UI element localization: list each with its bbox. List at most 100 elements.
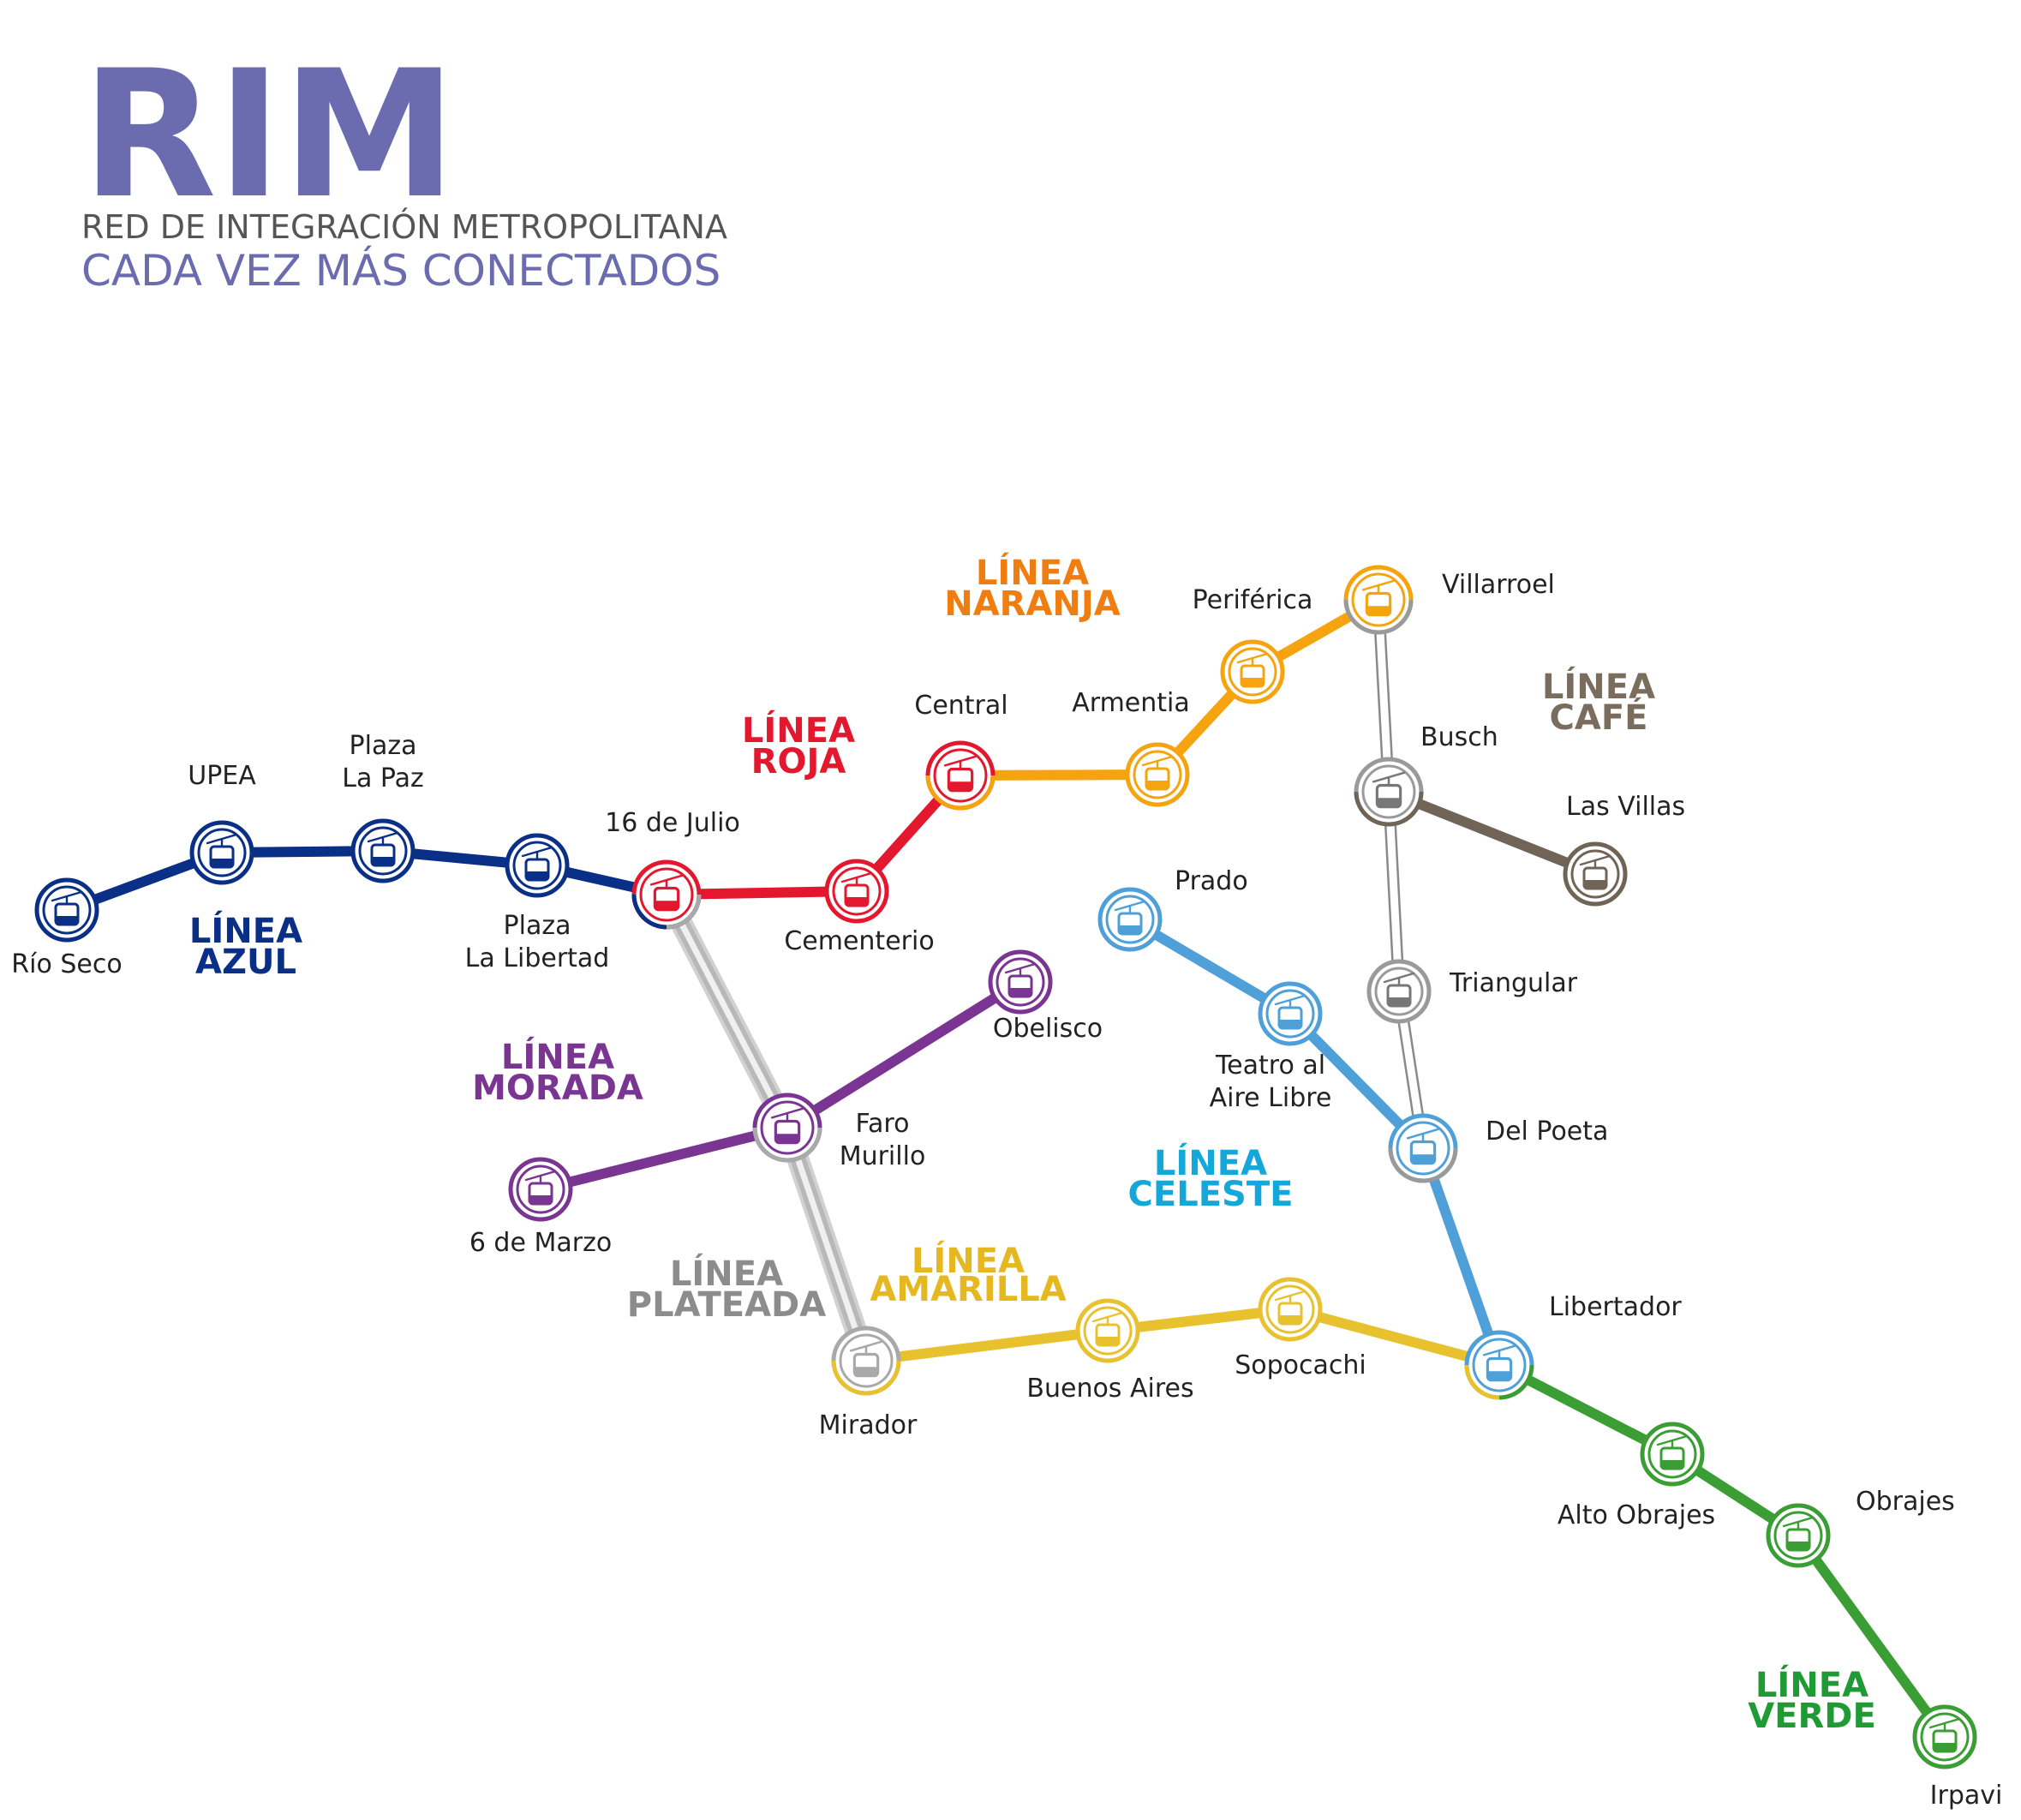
cable-car-icon bbox=[1091, 1311, 1124, 1347]
line-label-text: LÍNEA bbox=[501, 1036, 614, 1077]
line-label-text: LÍNEA bbox=[1755, 1664, 1869, 1705]
station-obelisco[interactable] bbox=[988, 949, 1053, 1015]
station-periferica[interactable] bbox=[1220, 639, 1285, 704]
map-subtitle: RED DE INTEGRACIÓN METROPOLITANA bbox=[81, 208, 727, 246]
station-libertador[interactable] bbox=[1464, 1330, 1534, 1400]
cable-car-icon bbox=[1372, 771, 1406, 809]
station-inner-ring bbox=[1133, 750, 1182, 799]
station-plaza-la-libertad[interactable] bbox=[505, 833, 570, 898]
station-sopocachi[interactable] bbox=[1258, 1277, 1323, 1342]
transfer-arc bbox=[1354, 791, 1424, 827]
station-inner-ring bbox=[1083, 1306, 1133, 1356]
station-label-irpavi: Irpavi bbox=[1930, 1781, 2003, 1811]
station-label-prado: Prado bbox=[1175, 866, 1248, 896]
line-label-text: CELESTE bbox=[1128, 1175, 1294, 1214]
station-plaza-la-paz[interactable] bbox=[350, 818, 416, 883]
station-teatro[interactable] bbox=[1258, 981, 1323, 1046]
station-inner-ring bbox=[1228, 647, 1277, 697]
transfer-arc bbox=[925, 775, 996, 811]
cable-car-icon bbox=[206, 833, 238, 869]
cable-car-icon bbox=[1274, 994, 1306, 1030]
station-mirador[interactable] bbox=[831, 1326, 901, 1396]
station-inner-ring bbox=[1265, 989, 1315, 1039]
track-verde bbox=[1494, 1360, 1950, 1742]
station-6-de-marzo[interactable] bbox=[508, 1157, 573, 1222]
station-label-obrajes: Obrajes bbox=[1856, 1487, 1955, 1517]
station-label-cementerio: Cementerio bbox=[784, 926, 934, 956]
station-triangular[interactable] bbox=[1366, 959, 1432, 1024]
station-central[interactable] bbox=[925, 740, 996, 811]
track-amarilla bbox=[861, 1304, 1504, 1370]
station-label-busch: Busch bbox=[1420, 722, 1498, 752]
station-inner-ring bbox=[358, 826, 408, 876]
station-armentia[interactable] bbox=[1125, 742, 1190, 807]
station-prado[interactable] bbox=[1097, 887, 1163, 952]
cable-car-icon bbox=[849, 1340, 883, 1378]
station-del-poeta[interactable] bbox=[1388, 1113, 1458, 1183]
station-obrajes[interactable] bbox=[1766, 1503, 1831, 1568]
station-inner-ring bbox=[1351, 572, 1406, 627]
station-inner-ring bbox=[512, 841, 562, 890]
line-label-text: CAFÉ bbox=[1550, 697, 1648, 738]
cable-car-icon bbox=[524, 1170, 557, 1206]
cable-car-icon bbox=[770, 1107, 804, 1145]
station-irpavi[interactable] bbox=[1912, 1704, 1977, 1769]
transfer-arc-2 bbox=[666, 894, 702, 930]
station-busch[interactable] bbox=[1354, 757, 1424, 827]
station-inner-ring bbox=[197, 828, 247, 877]
station-inner-ring bbox=[1647, 1429, 1697, 1479]
stations bbox=[34, 565, 1977, 1769]
station-rio-seco[interactable] bbox=[34, 877, 99, 943]
cable-car-icon bbox=[1782, 1516, 1815, 1552]
station-las-villas[interactable] bbox=[1563, 841, 1628, 907]
station-inner-ring bbox=[1361, 764, 1416, 819]
station-16-de-julio[interactable] bbox=[631, 859, 702, 930]
line-label-text: ROJA bbox=[751, 742, 846, 781]
station-label-periferica: Periférica bbox=[1193, 585, 1313, 615]
station-inner-ring bbox=[839, 1333, 894, 1388]
line-label-text: AZUL bbox=[195, 943, 296, 982]
transfer-arc bbox=[1388, 1147, 1458, 1183]
line-label-text: LÍNEA bbox=[976, 552, 1089, 593]
station-label-las-villas: Las Villas bbox=[1566, 792, 1685, 822]
cable-car-icon bbox=[1928, 1717, 1961, 1753]
station-label-libertador: Libertador bbox=[1549, 1292, 1682, 1322]
station-inner-ring bbox=[516, 1164, 565, 1214]
line-label-text: MORADA bbox=[472, 1069, 643, 1108]
line-label-text: NARANJA bbox=[944, 584, 1121, 624]
station-inner-ring bbox=[1396, 1121, 1450, 1176]
line-label-text: LÍNEA bbox=[189, 910, 302, 951]
station-cementerio[interactable] bbox=[824, 859, 889, 924]
station-inner-ring bbox=[760, 1100, 815, 1155]
track-celeste bbox=[1125, 914, 1504, 1370]
cable-car-icon bbox=[521, 846, 553, 882]
station-villarroel[interactable] bbox=[1343, 565, 1414, 635]
cable-car-icon bbox=[367, 831, 399, 867]
station-inner-ring bbox=[832, 866, 882, 916]
station-label-del-poeta: Del Poeta bbox=[1486, 1117, 1608, 1146]
cable-car-icon bbox=[1579, 854, 1611, 890]
cable-car-icon bbox=[1236, 652, 1269, 688]
line-labels: LÍNEAAZULLÍNEAROJALÍNEANARANJALÍNEACAFÉL… bbox=[189, 552, 1876, 1736]
transfer-arc-2 bbox=[1498, 1364, 1534, 1400]
station-label-alto-obrajes: Alto Obrajes bbox=[1558, 1500, 1715, 1530]
line-label-text: AMARILLA bbox=[870, 1270, 1066, 1309]
station-alto-obrajes[interactable] bbox=[1640, 1422, 1705, 1487]
station-label-upea: UPEA bbox=[188, 761, 256, 791]
station-faro-murillo[interactable] bbox=[752, 1093, 822, 1163]
line-label-text: LÍNEA bbox=[1154, 1142, 1267, 1183]
station-buenos-aires[interactable] bbox=[1075, 1298, 1140, 1363]
cable-car-icon bbox=[1406, 1128, 1440, 1165]
station-label-buenos-aires: Buenos Aires bbox=[1026, 1374, 1193, 1404]
cable-car-icon bbox=[1361, 579, 1396, 617]
cable-car-icon bbox=[1141, 755, 1174, 791]
station-label-sopocachi: Sopocachi bbox=[1235, 1350, 1366, 1380]
line-label-text: LÍNEA bbox=[670, 1253, 783, 1294]
station-upea[interactable] bbox=[189, 820, 254, 885]
